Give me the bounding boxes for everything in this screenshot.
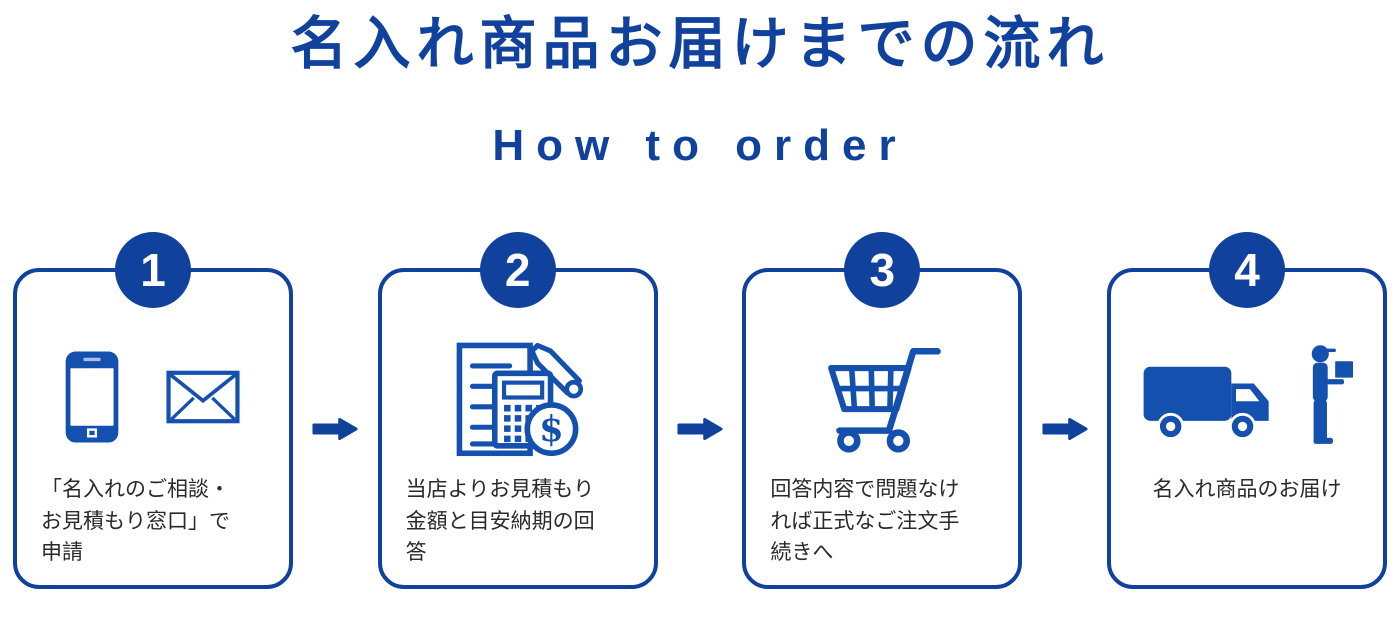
step-1-caption: 「名入れのご相談・ お見積もり窓口」で 申請 xyxy=(41,478,230,565)
right-arrow-icon xyxy=(677,417,723,440)
pencil-icon xyxy=(529,342,583,399)
step-3-number-badge: 3 xyxy=(844,232,921,309)
page-title: 名入れ商品お届けまでの流れ xyxy=(290,12,1110,76)
dollar-sign: $ xyxy=(539,409,564,450)
step-2-number-badge: 2 xyxy=(479,232,556,309)
estimate-calculator-icon: $ xyxy=(456,342,583,456)
dollar-coin-icon: $ xyxy=(524,402,579,456)
step-4-icons xyxy=(1111,322,1383,472)
step-4-number-badge: 4 xyxy=(1209,232,1286,309)
delivery-truck-icon xyxy=(1143,366,1269,440)
step-1-card: 1 「名入れのご相談・ お見積もり窓口」で 申請 xyxy=(13,232,293,590)
step-3-caption: 回答内容で問題なけ れば正式なご注文手 続きへ xyxy=(770,478,960,565)
step-1-icons xyxy=(17,322,289,472)
right-arrow-icon xyxy=(312,417,358,440)
step-3-card: 3 回答内容で問題なけ れば正式なご注文手 続きへ xyxy=(742,232,1023,590)
flow-arrow-1 xyxy=(293,268,378,589)
flow-arrow-2 xyxy=(658,268,743,589)
flow-arrow-3 xyxy=(1022,268,1107,589)
order-flow: 1 「名入れのご相談・ お見積もり窓口」で 申請 xyxy=(13,232,1388,590)
step-2-number: 2 xyxy=(504,244,531,297)
smartphone-icon xyxy=(65,351,119,443)
step-3-icons xyxy=(746,322,1018,472)
envelope-icon xyxy=(166,371,240,424)
delivery-person-icon xyxy=(1311,345,1354,445)
step-4-number: 4 xyxy=(1234,244,1260,297)
step-1-number: 1 xyxy=(140,244,166,297)
step-4-card: 4 xyxy=(1107,232,1388,590)
step-4-caption: 名入れ商品のお届け xyxy=(1152,478,1342,502)
shopping-cart-icon xyxy=(828,348,942,453)
page-subtitle: How to order xyxy=(492,121,908,171)
right-arrow-icon xyxy=(1042,417,1088,440)
step-2-caption: 当店よりお見積もり 金額と目安納期の回 答 xyxy=(405,478,595,565)
step-2-icons: $ xyxy=(382,322,654,472)
step-1-number-badge: 1 xyxy=(115,232,191,309)
step-2-card: 2 $ xyxy=(377,232,658,590)
step-3-number: 3 xyxy=(869,244,896,297)
